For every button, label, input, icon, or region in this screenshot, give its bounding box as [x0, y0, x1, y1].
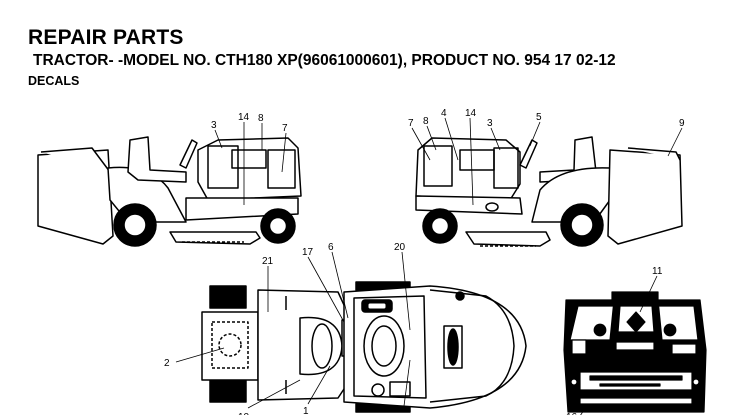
callout-label: 11: [652, 266, 663, 277]
callout-label: 3: [211, 120, 217, 131]
callout-label: 6: [328, 242, 334, 253]
callout-label: 10: [238, 412, 250, 415]
model-line: TRACTOR- -MODEL NO. CTH180 XP(9606100060…: [33, 52, 616, 69]
callout-label: 3: [487, 118, 493, 129]
page-title: REPAIR PARTS: [28, 26, 184, 49]
section-heading: DECALS: [28, 74, 80, 88]
tractor-left-side-view: [37, 136, 302, 247]
callout-label: 1: [303, 406, 309, 415]
top-view-callouts: 21 17 6 20 2 10 1: [164, 242, 411, 415]
callout-label: 7: [408, 118, 414, 129]
callout-label: 7: [282, 123, 288, 134]
left-view-callouts: 3 14 8 7: [211, 112, 288, 205]
callout-label: 5: [536, 112, 542, 123]
callout-label: 16: [566, 412, 578, 415]
callout-label: 2: [164, 358, 170, 369]
callout-label: 4: [441, 108, 447, 119]
callout-label: 20: [394, 242, 406, 253]
tractor-right-side-view: [415, 136, 683, 247]
callout-label: 14: [238, 112, 250, 123]
callout-label: 14: [465, 108, 477, 119]
callout-label: 8: [258, 113, 264, 124]
panel-view-callouts: 11 16: [566, 266, 663, 415]
callout-label: 17: [302, 247, 314, 258]
callout-label: 21: [262, 256, 274, 267]
control-panel-view: [563, 291, 707, 413]
callout-label: 8: [423, 116, 429, 127]
tractor-top-view: [201, 281, 527, 413]
callout-label: 9: [679, 118, 685, 129]
right-view-callouts: 7 8 4 14 3 5 9: [408, 108, 685, 206]
